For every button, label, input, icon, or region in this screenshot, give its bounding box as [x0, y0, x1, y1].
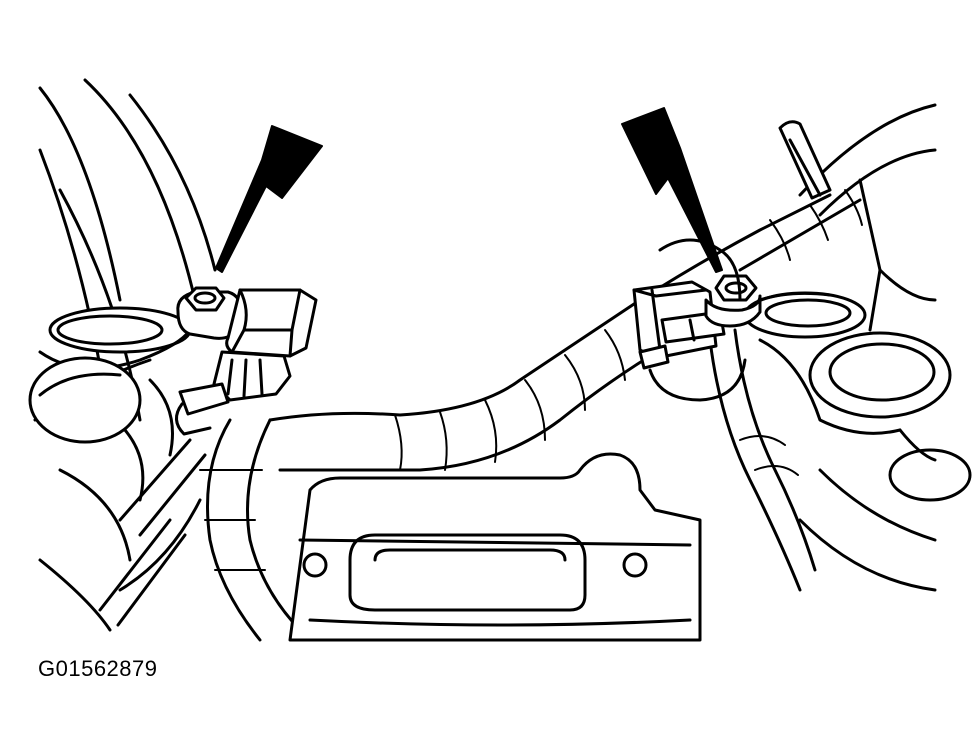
- lower-bracket: [288, 452, 702, 642]
- figure-code: G01562879: [38, 656, 158, 681]
- left-knock-sensor: [175, 286, 318, 436]
- arrow-left-sensor: [215, 125, 323, 273]
- left-engine-block: [28, 78, 217, 632]
- arrow-right-sensor: [621, 107, 723, 273]
- right-engine-block: [743, 103, 972, 592]
- right-knock-sensor: [632, 238, 762, 402]
